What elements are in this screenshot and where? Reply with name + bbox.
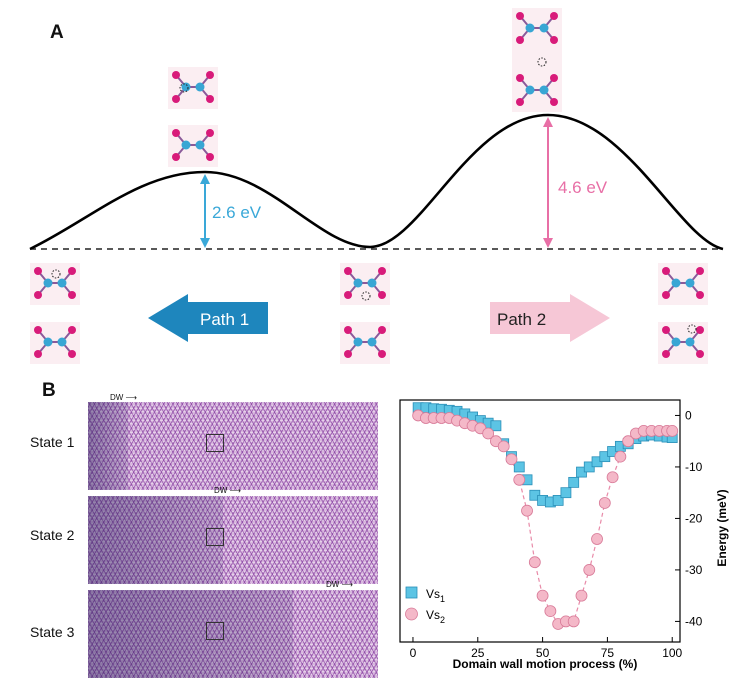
vacancy-box-state3	[206, 622, 224, 640]
state2-label: State 2	[30, 527, 75, 543]
data-point-vs2	[666, 424, 679, 437]
data-point-vs1	[490, 420, 502, 432]
data-point-vs2	[513, 473, 526, 486]
energy-curve	[29, 113, 724, 251]
data-point-vs2	[536, 589, 549, 602]
data-point-vs2	[591, 533, 603, 545]
structure-inset-left	[29, 262, 81, 365]
structure-inset-middle	[339, 262, 391, 365]
legend-marker-vs1	[405, 586, 418, 599]
dw-marker-state2: DW ⟶	[214, 486, 242, 495]
data-point-vs2	[482, 427, 495, 440]
lattice-state2	[88, 496, 378, 584]
dw-marker-state3: DW ⟶	[326, 580, 354, 589]
data-point-vs2	[583, 564, 596, 576]
data-point-vs1	[513, 461, 525, 473]
vacancy-box-state1	[206, 434, 224, 452]
data-point-vs2	[567, 615, 580, 628]
data-point-vs1	[568, 476, 580, 488]
x-tick-label: 75	[601, 646, 615, 660]
data-point-vs2	[575, 589, 588, 602]
data-point-vs1	[552, 495, 564, 506]
structure-inset-path2-ts	[511, 7, 563, 113]
path1-arrow: Path 1	[148, 294, 268, 342]
data-point-vs2	[544, 605, 557, 618]
data-point-vs2	[528, 556, 541, 569]
data-point-vs2	[606, 471, 619, 484]
structure-inset-path1-ts	[167, 66, 219, 168]
data-point-vs2	[497, 440, 510, 453]
state1-label: State 1	[30, 434, 75, 450]
y-tick-label: 0	[685, 408, 692, 422]
y-tick-label: -20	[685, 511, 703, 525]
data-point-vs2	[622, 435, 635, 448]
structure-inset-right	[657, 262, 709, 365]
y-tick-label: -40	[685, 614, 703, 628]
x-tick-label: 25	[471, 646, 485, 660]
y-axis-label: Energy (meV)	[715, 489, 729, 566]
data-point-vs1	[560, 487, 572, 499]
panel-a-label: A	[50, 22, 64, 43]
x-tick-label: 100	[662, 646, 682, 660]
y-tick-label: -30	[685, 563, 703, 577]
path2-arrow: Path 2	[490, 294, 610, 342]
legend-label-1: Vs1	[426, 587, 445, 604]
legend-label-2: Vs2	[426, 608, 445, 625]
barrier-arrow-path2	[543, 117, 553, 248]
data-point-vs2	[521, 504, 533, 517]
dw-marker-state1: DW ⟶	[110, 393, 138, 402]
x-tick-label: 50	[536, 646, 550, 660]
plot-frame	[399, 399, 681, 643]
data-point-vs2	[598, 497, 611, 509]
x-tick-label: 0	[410, 646, 417, 660]
y-tick-label: -10	[685, 460, 703, 474]
data-point-vs2	[614, 450, 627, 463]
path1-label: Path 1	[200, 310, 249, 329]
vacancy-box-state2	[206, 528, 224, 546]
x-axis-label: Domain wall motion process (%)	[453, 657, 638, 671]
lattice-state1	[88, 402, 378, 490]
barrier-label-path1: 2.6 eV	[212, 203, 262, 222]
lattice-state3	[88, 590, 378, 678]
data-point-vs2	[505, 453, 518, 466]
panel-b-label: B	[42, 380, 56, 401]
path2-label: Path 2	[497, 310, 546, 329]
barrier-label-path2: 4.6 eV	[558, 178, 608, 197]
energy-profile-figure: 2.6 eV 4.6 eV Path 1 Path 2	[29, 7, 724, 365]
state3-label: State 3	[30, 624, 75, 640]
barrier-arrow-path1	[200, 174, 210, 248]
legend-marker-vs2	[405, 607, 418, 621]
